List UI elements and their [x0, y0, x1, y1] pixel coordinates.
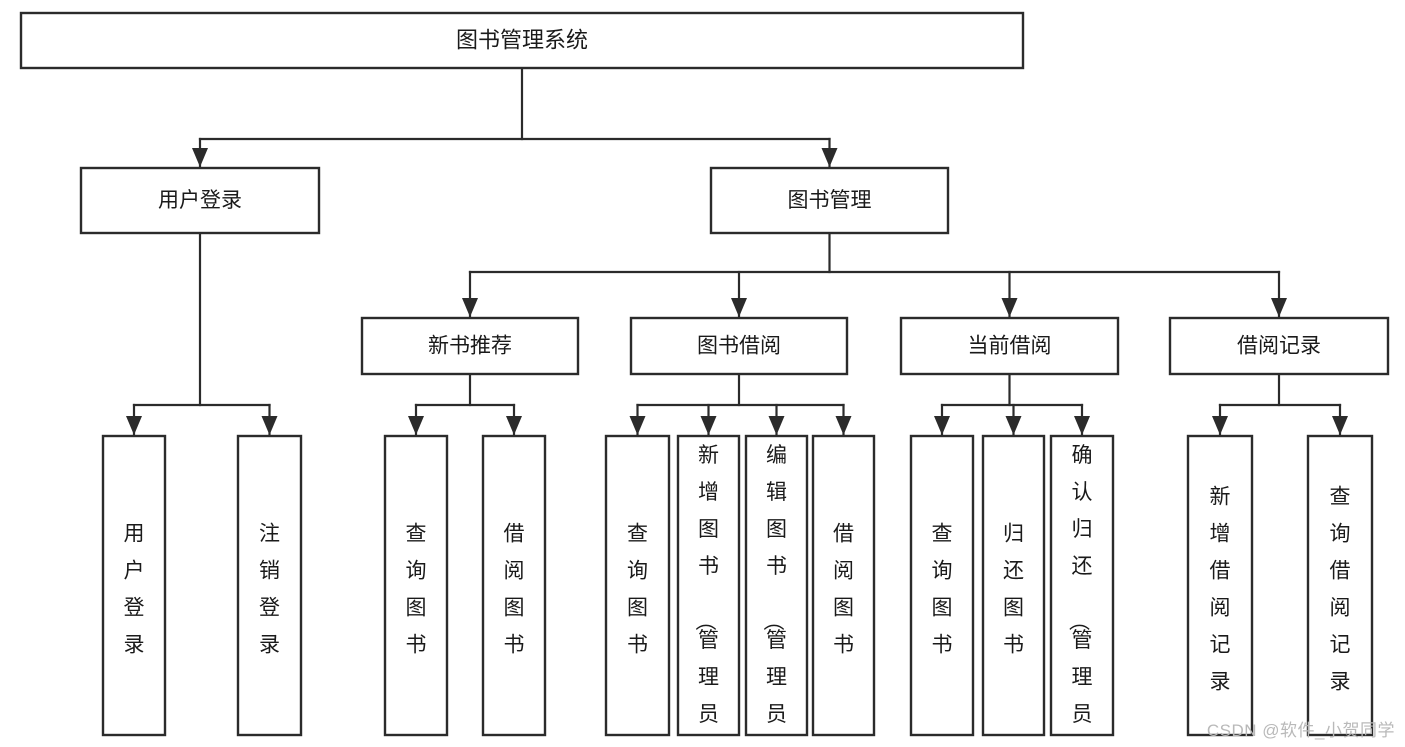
- node-leaf-11-label: 新增借阅记录: [1210, 485, 1231, 693]
- node-l1-0[interactable]: 用户登录: [79, 166, 321, 235]
- node-root-图书管理系统-rect[interactable]: [19, 11, 1025, 70]
- edge-1-arrow-1: [506, 416, 522, 435]
- node-leaf-6[interactable]: 编辑图书（管理员）: [744, 434, 809, 747]
- edge-3-arrow-0: [934, 416, 950, 435]
- edge-4-arrow-1: [1332, 416, 1348, 435]
- node-leaf-0[interactable]: 用户登录: [101, 434, 167, 737]
- node-leaf-4-rect[interactable]: [604, 434, 671, 737]
- node-leaf-0-rect[interactable]: [101, 434, 167, 737]
- node-l2-1-rect[interactable]: [629, 316, 849, 376]
- connector-layer: [126, 66, 1348, 437]
- node-l2-2-rect[interactable]: [899, 316, 1120, 376]
- node-leaf-9-label: 归还图书: [1003, 522, 1024, 656]
- node-leaf-3-rect[interactable]: [481, 434, 547, 737]
- edge-bookmgmt-arrow-2: [1001, 298, 1018, 317]
- edge-bookmgmt-arrow-0: [462, 298, 478, 317]
- node-leaf-5-rect[interactable]: [676, 434, 741, 737]
- node-leaf-10-label: 确认归还（管理员）: [1067, 444, 1093, 747]
- node-leaf-7-label: 借阅图书: [833, 522, 854, 656]
- node-l1-0-label: 用户登录: [158, 189, 242, 212]
- node-l1-1-rect[interactable]: [709, 166, 950, 235]
- node-leaf-9[interactable]: 归还图书: [981, 434, 1046, 737]
- node-l2-2-label: 当前借阅: [968, 335, 1052, 358]
- node-l2-0[interactable]: 新书推荐: [360, 316, 580, 376]
- node-l2-3-rect[interactable]: [1168, 316, 1390, 376]
- node-leaf-12-rect[interactable]: [1306, 434, 1374, 737]
- node-leaf-2[interactable]: 查询图书: [383, 434, 449, 737]
- edge-0-arrow-0: [126, 416, 142, 435]
- node-l1-1-label: 图书管理: [788, 189, 872, 212]
- node-leaf-12-label: 查询借阅记录: [1330, 485, 1351, 693]
- node-leaf-4[interactable]: 查询图书: [604, 434, 671, 737]
- node-l1-1[interactable]: 图书管理: [709, 166, 950, 235]
- node-leaf-1-rect[interactable]: [236, 434, 303, 737]
- node-l1-0-rect[interactable]: [79, 166, 321, 235]
- node-leaf-11[interactable]: 新增借阅记录: [1186, 434, 1254, 737]
- node-l2-1-label: 图书借阅: [697, 335, 781, 358]
- node-leaf-4-label: 查询图书: [627, 522, 648, 656]
- node-l2-3-label: 借阅记录: [1237, 335, 1321, 358]
- node-leaf-2-label: 查询图书: [406, 522, 427, 656]
- node-root-图书管理系统[interactable]: 图书管理系统: [19, 11, 1025, 70]
- edge-1-arrow-0: [408, 416, 424, 435]
- node-leaf-8[interactable]: 查询图书: [909, 434, 975, 737]
- edge-bookmgmt-arrow-3: [1271, 298, 1287, 317]
- csdn-watermark: CSDN @软件_小贺同学: [1206, 721, 1395, 740]
- edge-root-arrow-0: [192, 148, 208, 167]
- edge-2-arrow-0: [629, 416, 646, 435]
- node-leaf-5[interactable]: 新增图书（管理员）: [676, 434, 741, 747]
- node-leaf-6-rect[interactable]: [744, 434, 809, 737]
- node-leaf-3-label: 借阅图书: [504, 522, 525, 656]
- edge-bookmgmt-arrow-1: [731, 298, 747, 317]
- node-l2-2[interactable]: 当前借阅: [899, 316, 1120, 376]
- node-leaf-0-label: 用户登录: [124, 522, 145, 656]
- node-leaf-12[interactable]: 查询借阅记录: [1306, 434, 1374, 737]
- node-l2-3[interactable]: 借阅记录: [1168, 316, 1390, 376]
- node-leaf-2-rect[interactable]: [383, 434, 449, 737]
- node-l2-0-rect[interactable]: [360, 316, 580, 376]
- node-l2-0-label: 新书推荐: [428, 335, 512, 358]
- edge-0-arrow-1: [261, 416, 278, 435]
- edge-2-arrow-2: [768, 416, 785, 435]
- node-root-图书管理系统-label: 图书管理系统: [456, 27, 588, 52]
- node-leaf-8-rect[interactable]: [909, 434, 975, 737]
- edge-2-arrow-1: [700, 416, 717, 435]
- node-leaf-1[interactable]: 注销登录: [236, 434, 303, 737]
- node-leaf-6-label: 编辑图书（管理员）: [761, 444, 787, 747]
- node-leaf-3[interactable]: 借阅图书: [481, 434, 547, 737]
- node-leaf-10[interactable]: 确认归还（管理员）: [1049, 434, 1115, 747]
- edge-2-arrow-3: [835, 416, 852, 435]
- edge-3-arrow-2: [1074, 416, 1090, 435]
- node-leaf-1-label: 注销登录: [259, 522, 280, 656]
- node-leaf-8-label: 查询图书: [932, 522, 953, 656]
- node-leaf-9-rect[interactable]: [981, 434, 1046, 737]
- node-leaf-11-rect[interactable]: [1186, 434, 1254, 737]
- edge-root-arrow-1: [821, 148, 838, 167]
- edge-4-arrow-0: [1212, 416, 1228, 435]
- node-l2-1[interactable]: 图书借阅: [629, 316, 849, 376]
- edge-3-arrow-1: [1005, 416, 1022, 435]
- node-leaf-5-label: 新增图书（管理员）: [693, 444, 719, 747]
- node-leaf-7-rect[interactable]: [811, 434, 876, 737]
- node-leaf-10-rect[interactable]: [1049, 434, 1115, 737]
- node-leaf-7[interactable]: 借阅图书: [811, 434, 876, 737]
- node-layer: 图书管理系统用户登录图书管理新书推荐图书借阅当前借阅借阅记录用户登录注销登录查询…: [19, 11, 1390, 747]
